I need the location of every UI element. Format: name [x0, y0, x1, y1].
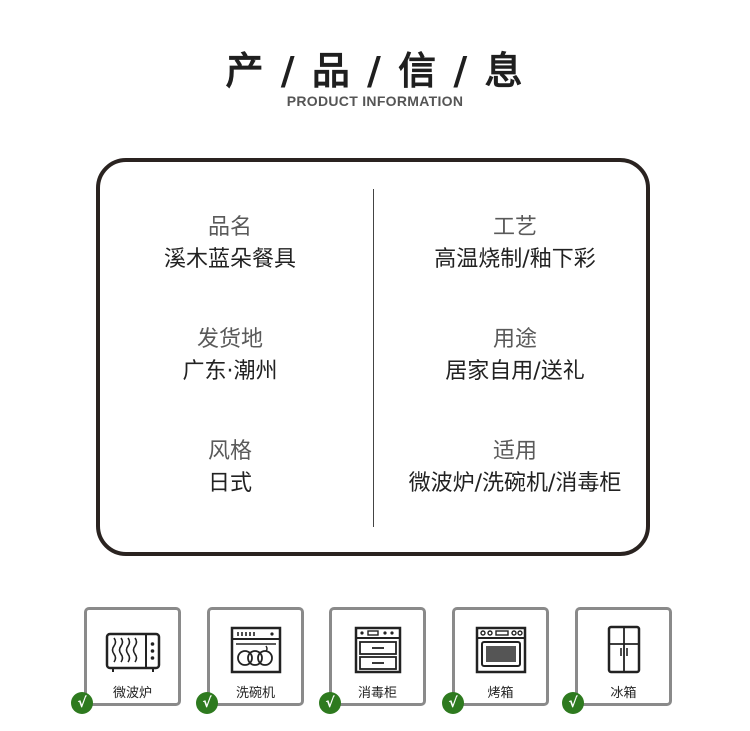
column-divider — [373, 189, 374, 527]
check-badge: √ — [442, 692, 464, 714]
field-label: 发货地 — [196, 327, 263, 352]
field-value: 居家自用/送礼 — [445, 359, 585, 384]
field-style: 风格 日式 — [130, 436, 330, 500]
field-value: 日式 — [207, 471, 252, 496]
appliance-refrigerator: 冰箱 — [575, 607, 672, 706]
field-label: 风格 — [207, 439, 252, 464]
field-value: 高温烧制/釉下彩 — [434, 247, 596, 272]
page-subtitle: PRODUCT INFORMATION — [286, 93, 464, 109]
field-value: 微波炉/洗碗机/消毒柜 — [408, 471, 622, 496]
appliance-name: 冰箱 — [610, 686, 637, 701]
field-value: 溪木蓝朵餐具 — [163, 247, 296, 272]
refrigerator-icon — [607, 625, 641, 674]
appliance-sterilizer: 消毒柜 — [329, 607, 426, 706]
appliance-microwave: 微波炉 — [84, 607, 181, 706]
field-applicable: 适用 微波炉/洗碗机/消毒柜 — [395, 436, 635, 500]
field-product-name: 品名 溪木蓝朵餐具 — [130, 212, 330, 276]
field-value: 广东·潮州 — [182, 359, 278, 384]
field-label: 工艺 — [492, 215, 537, 240]
appliance-dishwasher: 洗碗机 — [207, 607, 304, 706]
microwave-icon — [105, 632, 161, 672]
field-usage: 用途 居家自用/送礼 — [395, 324, 635, 388]
appliance-name: 微波炉 — [112, 686, 152, 701]
field-label: 品名 — [207, 215, 252, 240]
dishwasher-icon — [230, 626, 282, 674]
page-title: 产 / 品 / 信 / 息 — [225, 49, 525, 93]
info-card — [96, 158, 650, 556]
field-label: 用途 — [492, 327, 537, 352]
check-badge: √ — [319, 692, 341, 714]
oven-icon — [475, 626, 527, 674]
check-badge: √ — [71, 692, 93, 714]
appliance-name: 洗碗机 — [235, 686, 275, 701]
check-badge: √ — [196, 692, 218, 714]
check-badge: √ — [562, 692, 584, 714]
field-craft: 工艺 高温烧制/釉下彩 — [395, 212, 635, 276]
appliance-oven: 烤箱 — [452, 607, 549, 706]
field-label: 适用 — [492, 439, 537, 464]
appliance-name: 烤箱 — [487, 686, 514, 701]
appliance-name: 消毒柜 — [357, 686, 397, 701]
field-shipping-origin: 发货地 广东·潮州 — [130, 324, 330, 388]
sterilizer-cabinet-icon — [354, 626, 402, 674]
